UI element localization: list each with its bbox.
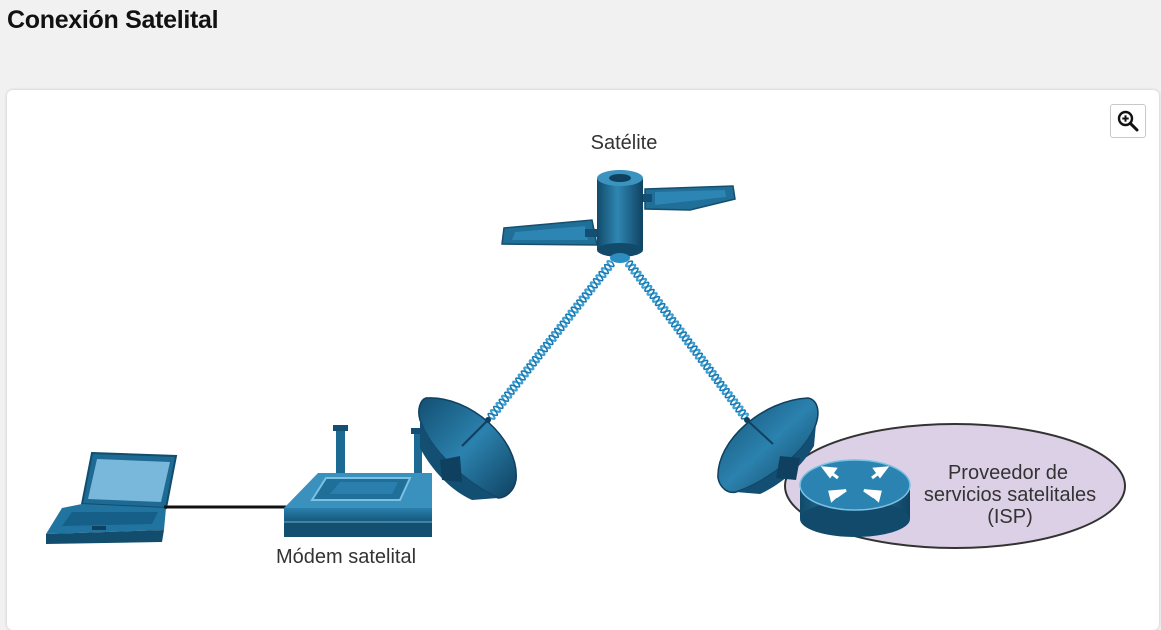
page-title: Conexión Satelital bbox=[7, 6, 219, 34]
isp-satellite-dish-icon bbox=[717, 397, 819, 494]
zoom-in-button[interactable] bbox=[1110, 104, 1146, 138]
modem-label: Módem satelital bbox=[276, 546, 416, 568]
laptop-icon bbox=[46, 451, 178, 544]
zoom-in-icon bbox=[1117, 110, 1139, 132]
isp-label-line-3: (ISP) bbox=[987, 506, 1033, 528]
satellite-diagram: Módem satelital Satélite bbox=[46, 132, 1126, 568]
downlink-signal bbox=[624, 260, 750, 420]
user-satellite-dish-icon bbox=[418, 397, 517, 500]
satellite-label: Satélite bbox=[591, 132, 658, 154]
isp-label-line-1: Proveedor de bbox=[948, 462, 1068, 484]
router-icon bbox=[799, 459, 911, 537]
modem-icon bbox=[284, 425, 432, 537]
isp-label-line-2: servicios satelitales bbox=[924, 484, 1096, 506]
satellite-icon bbox=[501, 170, 736, 263]
uplink-signal bbox=[487, 260, 615, 420]
